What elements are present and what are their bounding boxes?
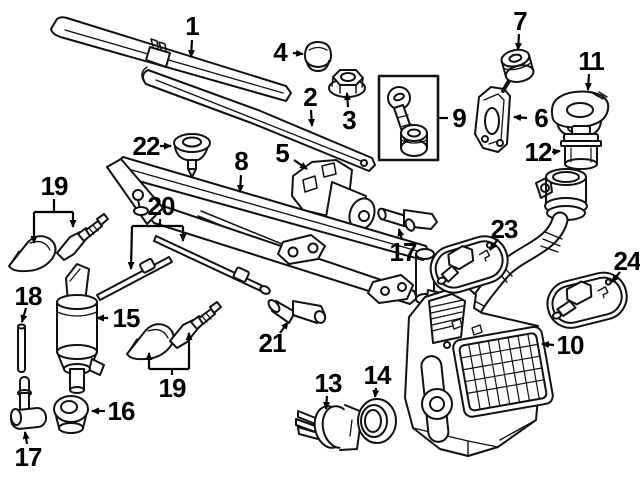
callout-6: 6 <box>534 103 549 133</box>
callout-19-upper: 19 <box>40 171 69 201</box>
callout-7: 7 <box>513 6 528 36</box>
washer-nozzles-drawing <box>8 213 109 273</box>
washer-hose-drawing <box>96 235 271 301</box>
callout-21: 21 <box>258 328 287 358</box>
nozzle-assembly-drawing <box>546 271 628 329</box>
callout-16: 16 <box>107 396 136 426</box>
sensor-grommet-drawing <box>357 398 397 444</box>
elbow-connector-drawing <box>377 207 438 232</box>
callout-14: 14 <box>363 360 392 390</box>
callout-22: 22 <box>132 131 161 161</box>
callout-9: 9 <box>452 103 467 133</box>
cap-drawing <box>304 41 332 72</box>
washer-pump-drawing <box>56 263 105 394</box>
callout-13: 13 <box>314 368 343 398</box>
hex-nut-drawing <box>328 69 366 98</box>
wiper-motor-drawing <box>291 159 376 233</box>
callout-12: 12 <box>524 137 553 167</box>
callout-23: 23 <box>490 214 519 244</box>
pivot-cap-drawing <box>173 133 211 178</box>
callout-24: 24 <box>613 246 640 276</box>
callout-20: 20 <box>147 191 176 221</box>
callout-15: 15 <box>112 303 141 333</box>
callout-11: 11 <box>578 46 604 76</box>
callout-3: 3 <box>342 105 357 135</box>
wiper-blade-drawing <box>50 16 292 102</box>
callout-2: 2 <box>303 82 318 112</box>
callout-8: 8 <box>234 146 249 176</box>
joint-pipe-drawing <box>17 323 26 373</box>
nozzle-assembly-drawing <box>429 235 509 294</box>
callout-19-lower: 19 <box>158 373 187 403</box>
callout-4: 4 <box>273 37 288 67</box>
washer-nozzles-drawing <box>126 301 222 361</box>
callout-1: 1 <box>185 11 200 41</box>
callout-5: 5 <box>275 138 290 168</box>
callout-10: 10 <box>556 330 585 360</box>
wiper-linkage-drawing <box>106 156 459 313</box>
grommet-drawing <box>500 48 535 83</box>
washer-reservoir-drawing <box>404 286 554 457</box>
callout-17-upper: 17 <box>389 237 418 267</box>
callout-17-lower: 17 <box>14 442 43 472</box>
pump-grommet-drawing <box>53 395 89 434</box>
bolt-bushing-kit-drawing <box>377 74 440 162</box>
filler-cup-drawing <box>560 125 602 170</box>
callout-18: 18 <box>14 281 43 311</box>
callout-leaders <box>20 33 621 445</box>
wiper-arm-drawing <box>141 66 376 172</box>
level-sensor-drawing <box>295 404 363 451</box>
hose-connector-drawing <box>267 299 327 324</box>
mounting-bracket-drawing <box>474 77 512 153</box>
elbow-connector-drawing <box>9 376 48 430</box>
